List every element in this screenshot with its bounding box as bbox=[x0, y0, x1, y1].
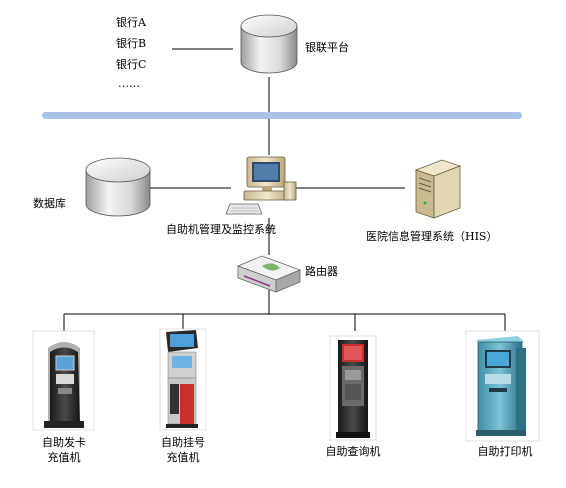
database-icon bbox=[85, 157, 151, 217]
unionpay-label: 银联平台 bbox=[305, 40, 349, 54]
kiosk1-label-line1: 自助发卡 bbox=[42, 435, 86, 449]
bank-a-label: 银行A bbox=[116, 15, 147, 29]
kiosk3-label: 自助查询机 bbox=[326, 444, 381, 458]
management-computer-icon bbox=[225, 156, 297, 215]
kiosk2-label-line2: 充值机 bbox=[167, 450, 200, 464]
kiosk4-label: 自助打印机 bbox=[478, 444, 533, 458]
network-backbone-bar bbox=[42, 112, 522, 119]
kiosk-registration-icon bbox=[159, 328, 207, 431]
more-banks-label: …… bbox=[118, 77, 140, 90]
router-icon bbox=[236, 255, 302, 293]
bank-c-label: 银行C bbox=[116, 57, 146, 71]
bank-b-label: 银行B bbox=[116, 36, 146, 50]
kiosk-printer-icon bbox=[465, 330, 540, 442]
router-label: 路由器 bbox=[305, 264, 338, 278]
unionpay-server-icon bbox=[240, 14, 298, 74]
connection-lines bbox=[63, 48, 506, 331]
kiosk1-label-line2: 充值机 bbox=[48, 450, 81, 464]
his-label: 医院信息管理系统（HIS） bbox=[366, 229, 497, 243]
labels: 银行A 银行B 银行C …… 银联平台 数据库 自助机管理及监控系统 医院信息管… bbox=[33, 15, 533, 464]
database-label: 数据库 bbox=[33, 196, 66, 210]
kiosk-card-issuing-icon bbox=[32, 330, 95, 431]
management-label: 自助机管理及监控系统 bbox=[166, 222, 276, 236]
his-server-icon bbox=[414, 159, 462, 219]
kiosk2-label-line1: 自助挂号 bbox=[161, 435, 205, 449]
kiosk-query-icon bbox=[329, 335, 377, 441]
